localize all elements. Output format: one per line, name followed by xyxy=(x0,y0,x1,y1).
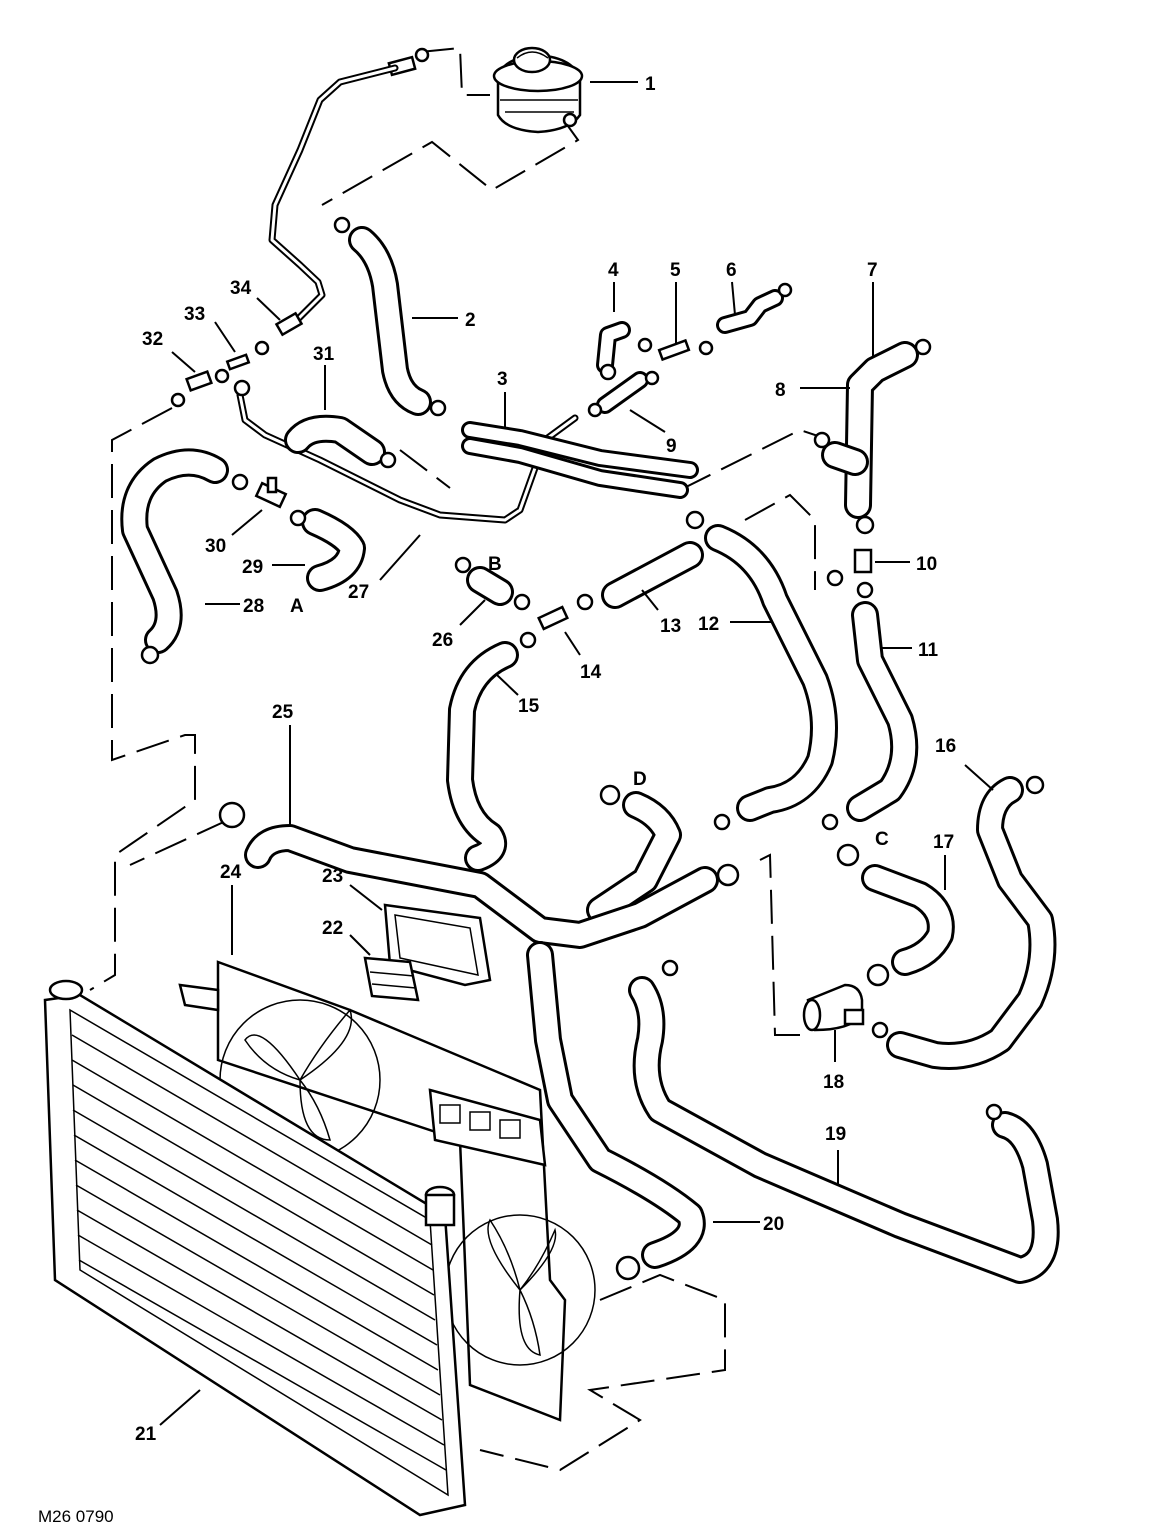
callout-19: 19 xyxy=(825,1124,846,1145)
callout-6: 6 xyxy=(726,260,737,281)
callout-17: 17 xyxy=(933,832,954,853)
callout-7: 7 xyxy=(867,260,878,281)
callout-12: 12 xyxy=(698,614,719,635)
callout-9: 9 xyxy=(666,436,677,457)
radiator-core-fins xyxy=(71,1034,447,1471)
callout-27: 27 xyxy=(348,582,369,603)
callout-14: 14 xyxy=(580,662,602,683)
callout-3: 3 xyxy=(497,369,508,390)
callout-32: 32 xyxy=(142,329,163,350)
callout-24: 24 xyxy=(220,862,242,883)
callout-11: 11 xyxy=(918,640,939,661)
callout-21: 21 xyxy=(135,1424,157,1445)
connection-label-a: A xyxy=(290,596,304,617)
hoses xyxy=(120,226,1060,1284)
callout-28: 28 xyxy=(243,596,264,617)
callout-5: 5 xyxy=(670,260,681,281)
expansion-tank xyxy=(387,46,584,134)
connection-label-d: D xyxy=(633,769,647,790)
relay-and-bracket xyxy=(363,903,492,1002)
callout-2: 2 xyxy=(465,310,476,331)
callout-29: 29 xyxy=(242,557,263,578)
small-metal-pipes xyxy=(236,64,579,524)
connectors xyxy=(185,311,873,1032)
callout-18: 18 xyxy=(823,1072,844,1093)
callout-34: 34 xyxy=(230,278,252,299)
callout-33: 33 xyxy=(184,304,205,325)
callout-labels: 1 2 3 4 5 6 7 8 9 10 11 12 13 14 15 16 1… xyxy=(38,74,956,1526)
callout-8: 8 xyxy=(775,380,786,401)
callout-25: 25 xyxy=(272,702,294,723)
leader-lines xyxy=(159,81,994,1426)
connection-label-c: C xyxy=(875,829,889,850)
callout-16: 16 xyxy=(935,736,956,757)
callout-10: 10 xyxy=(916,554,937,575)
callout-20: 20 xyxy=(763,1214,784,1235)
callout-22: 22 xyxy=(322,918,343,939)
callout-13: 13 xyxy=(660,616,681,637)
callout-23: 23 xyxy=(322,866,343,887)
callout-31: 31 xyxy=(313,344,335,365)
diagram-code: M26 0790 xyxy=(38,1507,114,1526)
connection-label-b: B xyxy=(488,554,502,575)
callout-1: 1 xyxy=(645,74,656,95)
hose-clips xyxy=(140,216,1045,1281)
radiator-and-fan xyxy=(43,960,596,1517)
callout-26: 26 xyxy=(432,630,453,651)
callout-15: 15 xyxy=(518,696,540,717)
callout-30: 30 xyxy=(205,536,226,557)
callout-4: 4 xyxy=(608,260,619,281)
